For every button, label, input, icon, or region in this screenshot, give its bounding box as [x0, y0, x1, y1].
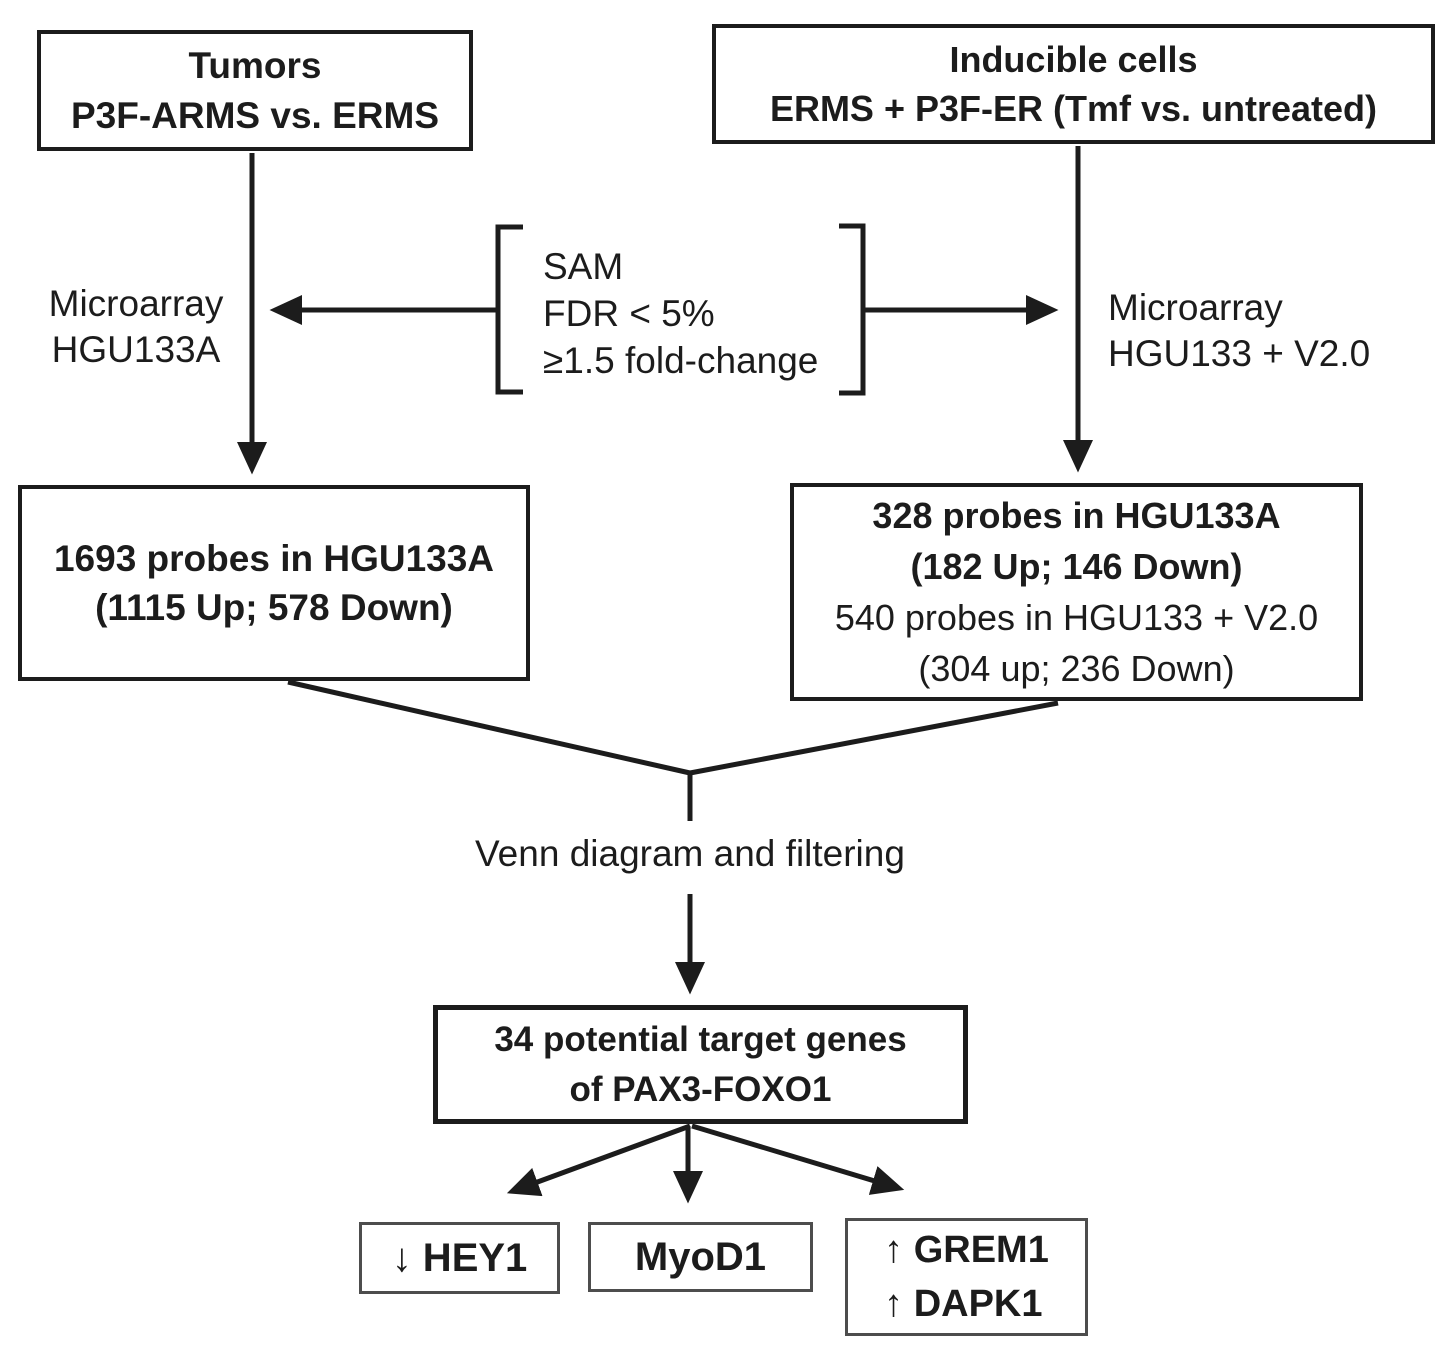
myod1-box: MyoD1 — [588, 1222, 813, 1292]
dapk1-label: ↑ DAPK1 — [884, 1283, 1043, 1325]
fan-right-arrow — [691, 1123, 905, 1195]
probes-right-count1: 328 probes in HGU133A — [872, 495, 1281, 536]
probes-left-updown: (1115 Up; 578 Down) — [95, 587, 453, 628]
tumors-comparison: P3F-ARMS vs. ERMS — [70, 94, 439, 136]
tumors-box: Tumors P3F-ARMS vs. ERMS — [37, 30, 473, 151]
probes-left-box: 1693 probes in HGU133A (1115 Up; 578 Dow… — [18, 485, 530, 681]
microarray-right-line1: Microarray — [1108, 287, 1283, 328]
inducible-comparison: ERMS + P3F-ER (Tmf vs. untreated) — [769, 88, 1378, 129]
right-bracket — [839, 223, 866, 396]
criteria-method: SAM — [543, 246, 624, 287]
microarray-left-line2: HGU133A — [51, 329, 221, 370]
probes-right-box: 328 probes in HGU133A (182 Up; 146 Down)… — [790, 483, 1363, 701]
venn-filtering-label: Venn diagram and filtering — [475, 833, 905, 874]
inducible-title: Inducible cells — [949, 39, 1198, 80]
microarray-right-line2: HGU133 + V2.0 — [1108, 333, 1371, 374]
probes-right-count2: 540 probes in HGU133 + V2.0 — [834, 597, 1319, 638]
sam-criteria-text: SAM FDR < 5% ≥1.5 fold-change — [543, 243, 818, 384]
microarray-left-line1: Microarray — [48, 283, 224, 324]
probes-left-count: 1693 probes in HGU133A — [53, 538, 495, 579]
target-genes-line2: of PAX3-FOXO1 — [569, 1069, 832, 1109]
target-genes-line1: 34 potential target genes — [494, 1019, 907, 1059]
myod1-label: MyoD1 — [634, 1234, 767, 1279]
grem1-dapk1-box: ↑ GREM1 ↑ DAPK1 — [845, 1218, 1088, 1336]
probes-right-updown2: (304 up; 236 Down) — [918, 648, 1235, 689]
merge-line-left — [287, 679, 691, 776]
microarray-right-label: Microarray HGU133 + V2.0 — [1108, 285, 1370, 377]
merge-line-right — [689, 700, 1059, 776]
probes-right-updown1: (182 Up; 146 Down) — [910, 546, 1243, 587]
tumors-title: Tumors — [188, 44, 322, 86]
hey1-box: ↓ HEY1 — [359, 1222, 560, 1294]
criteria-foldchange: ≥1.5 fold-change — [543, 340, 819, 381]
inducible-cells-box: Inducible cells ERMS + P3F-ER (Tmf vs. u… — [712, 24, 1435, 144]
microarray-left-label: Microarray HGU133A — [38, 281, 234, 373]
hey1-label: ↓ HEY1 — [391, 1235, 528, 1280]
left-bracket — [495, 224, 523, 395]
target-genes-box: 34 potential target genes of PAX3-FOXO1 — [433, 1005, 968, 1124]
fan-left-arrow — [506, 1123, 691, 1197]
grem1-dapk1-labels: ↑ GREM1 ↑ DAPK1 — [884, 1223, 1049, 1331]
grem1-label: ↑ GREM1 — [884, 1229, 1049, 1271]
criteria-fdr: FDR < 5% — [543, 293, 715, 334]
